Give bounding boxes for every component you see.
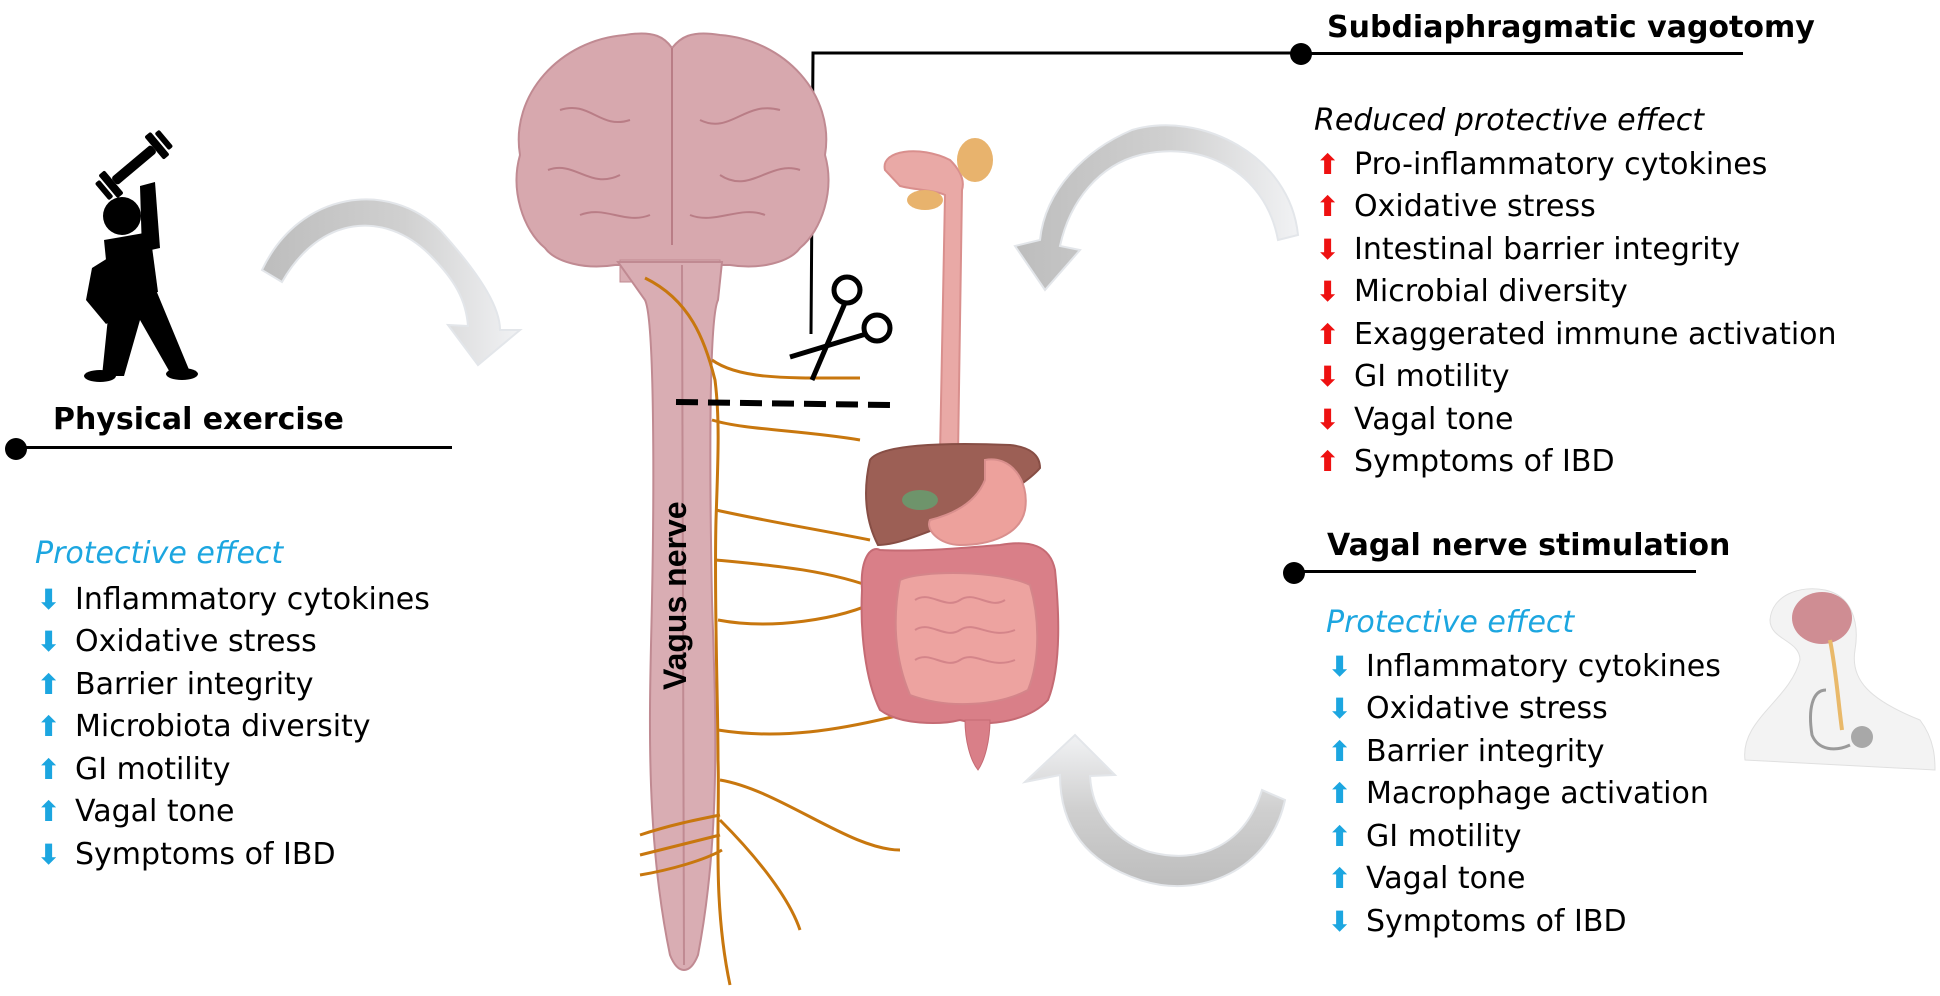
cycle-arrow-stimulation-to-gut xyxy=(1021,733,1287,888)
list-item: ⬆Oxidative stress xyxy=(1316,189,1596,225)
scissors-icon xyxy=(789,274,893,381)
list-item: ⬆Macrophage activation xyxy=(1328,776,1709,812)
arrow-down-icon: ⬇ xyxy=(37,582,61,616)
arrow-down-icon: ⬇ xyxy=(1316,275,1340,309)
list-item: ⬇Inflammatory cytokines xyxy=(37,581,430,617)
arrow-down-icon: ⬇ xyxy=(1316,232,1340,266)
arrow-up-icon: ⬆ xyxy=(1328,819,1352,853)
arrow-up-icon: ⬆ xyxy=(37,752,61,786)
list-item: ⬇Symptoms of IBD xyxy=(37,836,336,872)
list-item: ⬆Pro-inflammatory cytokines xyxy=(1316,146,1768,182)
arrow-down-icon: ⬇ xyxy=(37,625,61,659)
arrow-up-icon: ⬆ xyxy=(1316,445,1340,479)
arrow-down-icon: ⬇ xyxy=(1316,402,1340,436)
list-item: ⬇Vagal tone xyxy=(1316,401,1514,437)
arrow-up-icon: ⬆ xyxy=(1316,147,1340,181)
arrow-down-icon: ⬇ xyxy=(37,837,61,871)
arrow-down-icon: ⬇ xyxy=(1328,904,1352,938)
list-item: ⬇GI motility xyxy=(1316,359,1510,395)
cycle-arrow-exercise-to-brain xyxy=(260,198,523,367)
cycle-arrow-vagotomy-to-gut xyxy=(1013,124,1300,292)
arrow-up-icon: ⬆ xyxy=(1316,317,1340,351)
gi-tract-illustration xyxy=(860,138,1060,771)
effect-list: ⬆Pro-inflammatory cytokines ⬆Oxidative s… xyxy=(1316,143,1837,483)
list-item: ⬆Exaggerated immune activation xyxy=(1316,316,1837,352)
list-item: ⬆Vagal tone xyxy=(37,794,235,830)
arrow-up-icon: ⬆ xyxy=(1328,734,1352,768)
arrow-down-icon: ⬇ xyxy=(1316,360,1340,394)
arrow-up-icon: ⬆ xyxy=(1328,862,1352,896)
vagotomy-connector xyxy=(809,51,1300,335)
list-item: ⬆Barrier integrity xyxy=(1328,733,1605,769)
list-item: ⬇Microbial diversity xyxy=(1316,274,1628,310)
vagus-nerve-label: Vagus nerve xyxy=(657,470,697,690)
title-underline xyxy=(1302,52,1743,55)
panel-title: Physical exercise xyxy=(53,402,344,437)
brain-illustration xyxy=(515,32,830,283)
spinal-cord xyxy=(616,261,724,971)
effect-list: ⬇Inflammatory cytokines ⬇Oxidative stres… xyxy=(37,578,430,876)
list-item: ⬆Symptoms of IBD xyxy=(1316,444,1615,480)
effect-label: Reduced protective effect xyxy=(1314,103,1704,138)
bullet-dot-icon xyxy=(5,438,27,460)
arrow-up-icon: ⬆ xyxy=(37,667,61,701)
arrow-up-icon: ⬆ xyxy=(1328,777,1352,811)
bullet-dot-icon xyxy=(1283,562,1305,584)
list-item: ⬇Oxidative stress xyxy=(37,624,317,660)
effect-label: Protective effect xyxy=(35,536,284,571)
vagus-nerve-label-text: Vagus nerve xyxy=(657,501,693,690)
effect-label: Protective effect xyxy=(1326,605,1575,640)
bullet-dot-icon xyxy=(1290,43,1312,65)
vagus-stimulator-implant-icon xyxy=(1744,588,1936,771)
arrow-up-icon: ⬆ xyxy=(1316,190,1340,224)
vagotomy-cut-line xyxy=(675,399,891,408)
list-item: ⬆Barrier integrity xyxy=(37,666,314,702)
list-item: ⬆GI motility xyxy=(37,751,231,787)
list-item: ⬆Microbiota diversity xyxy=(37,709,371,745)
panel-title: Subdiaphragmatic vagotomy xyxy=(1327,10,1815,45)
arrow-up-icon: ⬆ xyxy=(37,710,61,744)
arrow-down-icon: ⬇ xyxy=(1328,692,1352,726)
list-item: ⬆Vagal tone xyxy=(1328,861,1526,897)
title-underline xyxy=(1296,570,1696,573)
list-item: ⬆GI motility xyxy=(1328,818,1522,854)
list-item: ⬇Symptoms of IBD xyxy=(1328,903,1627,939)
list-item: ⬇Oxidative stress xyxy=(1328,691,1608,727)
list-item: ⬇Inflammatory cytokines xyxy=(1328,648,1721,684)
panel-title: Vagal nerve stimulation xyxy=(1327,528,1731,563)
arrow-up-icon: ⬆ xyxy=(37,795,61,829)
title-underline xyxy=(20,446,452,449)
list-item: ⬇Intestinal barrier integrity xyxy=(1316,231,1741,267)
arrow-down-icon: ⬇ xyxy=(1328,649,1352,683)
effect-list: ⬇Inflammatory cytokines ⬇Oxidative stres… xyxy=(1328,645,1721,943)
person-lifting-dumbbell-icon xyxy=(84,130,198,382)
